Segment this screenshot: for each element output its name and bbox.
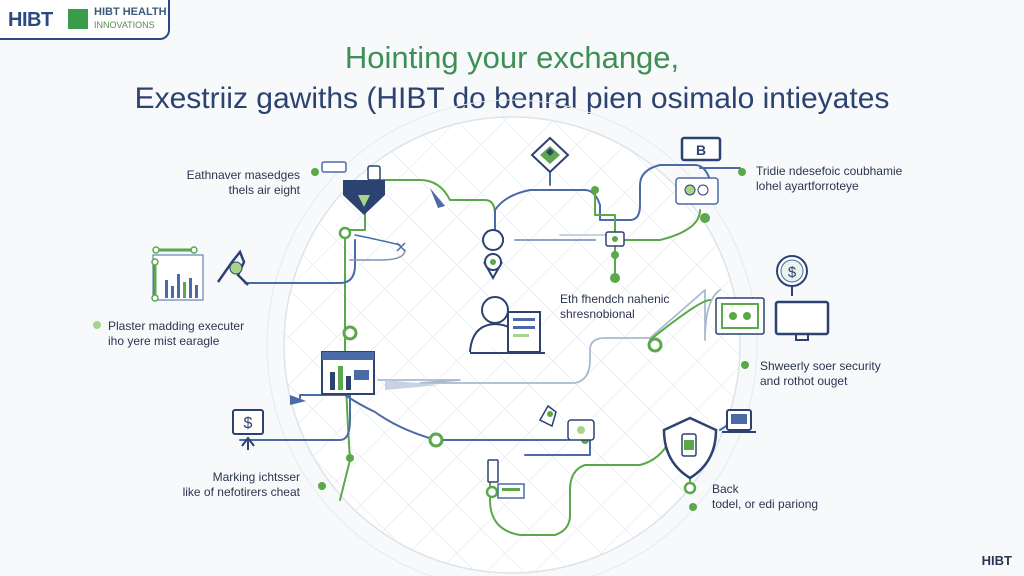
- laptop-icon: [722, 409, 756, 433]
- monitor-icon: [774, 300, 830, 341]
- label-bottom-left: Marking ichtsser like of nefotirers chea…: [140, 470, 300, 500]
- label-bottom-left-line1: Marking ichtsser: [212, 470, 300, 484]
- label-mid-left: Plaster madding executer iho yere mist e…: [108, 319, 244, 349]
- label-top-left-line1: Eathnaver masedges: [186, 168, 300, 182]
- junction-nodes: [93, 168, 749, 511]
- label-mid-right-line2: and rothot ouget: [760, 374, 848, 388]
- label-mid-left-line2: iho yere mist earagle: [108, 334, 220, 348]
- coin-sign: $: [788, 264, 797, 281]
- label-top-right-line1: Tridie ndesefoic coubhamie: [756, 164, 903, 178]
- label-bottom-right: Back todel, or edi pariong: [712, 482, 818, 512]
- label-center-line2: shresnobional: [560, 307, 635, 321]
- label-bottom-right-line1: Back: [712, 482, 739, 496]
- dollar-box-icon: $: [232, 409, 264, 450]
- shield-icon: [343, 165, 385, 215]
- diamond-node-icon: [530, 136, 570, 174]
- person-at-computer-icon: [469, 296, 545, 354]
- mobile-icon: [487, 459, 525, 499]
- label-mid-left-line1: Plaster madding executer: [108, 319, 245, 333]
- coin-icon: $: [776, 255, 808, 296]
- label-bottom-right-line2: todel, or edi pariong: [712, 497, 819, 511]
- logo-subtitle: HIBT HEALTH: [94, 6, 167, 18]
- close-marker-icon: [396, 242, 406, 252]
- letter-box-text: B: [696, 142, 706, 158]
- lock-icon: [605, 231, 625, 247]
- label-center: Eth fhendch nahenic shresnobional: [560, 292, 669, 322]
- chart-window-icon: [321, 351, 375, 395]
- logo-tagline: INNOVATIONS: [94, 20, 155, 30]
- money-box-icon: [715, 297, 765, 335]
- security-shield-icon: [662, 416, 718, 480]
- logo-mark-icon: [68, 9, 88, 29]
- tag-icon: [321, 161, 347, 173]
- label-top-left-line2: thels air eight: [228, 183, 300, 197]
- label-top-left: Eathnaver masedges thels air eight: [140, 168, 300, 198]
- location-pin-icon: [482, 229, 505, 281]
- arrow-markers: [290, 188, 445, 405]
- page-title: Hointing your exchange,: [344, 40, 680, 75]
- label-bottom-left-line2: like of nefotirers cheat: [182, 485, 300, 499]
- small-monitor-icon: [567, 419, 595, 441]
- label-mid-right-line1: Shweerly soer security: [760, 359, 881, 373]
- tool-icon: [216, 249, 249, 286]
- brand-logo[interactable]: HIBT HIBT HEALTH INNOVATIONS: [0, 0, 170, 40]
- logo-text: HIBT: [8, 9, 53, 31]
- page-subtitle: Exestriiz gawiths (HIBT do benral pien o…: [134, 82, 890, 115]
- label-center-line1: Eth fhendch nahenic: [560, 292, 670, 306]
- label-mid-right: Shweerly soer security and rothot ouget: [760, 359, 881, 389]
- hand-icon: [538, 404, 557, 428]
- devices-icon: [675, 177, 719, 205]
- label-top-right: Tridie ndesefoic coubhamie lohel ayartfo…: [756, 164, 902, 194]
- letter-box-icon: B: [680, 136, 722, 162]
- footer-logo: HIBT: [981, 553, 1012, 568]
- dollar-sign: $: [244, 415, 253, 432]
- label-top-right-line2: lohel ayartforroteye: [756, 179, 859, 193]
- bar-chart-icon: [151, 246, 204, 302]
